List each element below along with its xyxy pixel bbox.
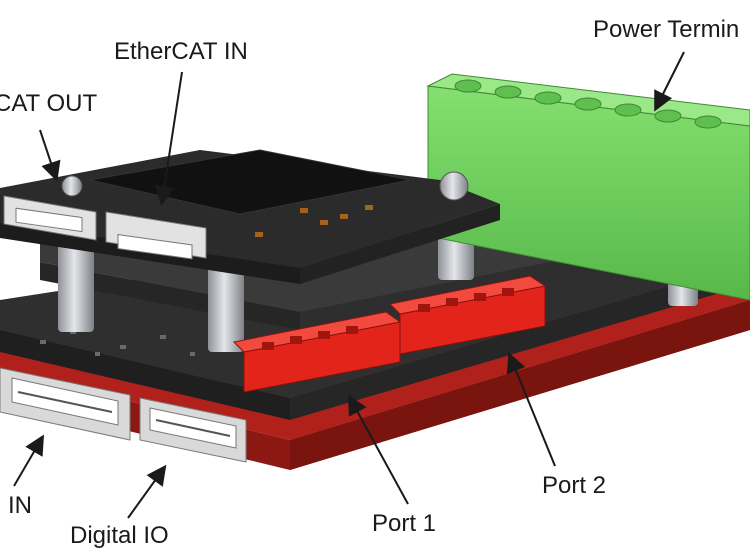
port1-label: Port 1	[372, 510, 437, 537]
port2-label: Port 2	[542, 472, 607, 499]
ethercat-out-label: rCAT OUT	[0, 90, 98, 117]
power-terminal-label: Power Termin	[593, 16, 740, 43]
ethercat-in-label: EtherCAT IN	[114, 38, 248, 65]
arrow-ethercat-out	[39, 129, 61, 182]
ethercat-in-connector	[105, 211, 207, 260]
power-terminal-block	[426, 73, 750, 301]
arrow-ethercat-in	[154, 71, 183, 206]
arrow-port2	[506, 352, 556, 467]
port1-connector	[232, 311, 402, 393]
analog-in-connector	[0, 367, 131, 441]
callout-arrows	[13, 51, 685, 519]
arrow-port1	[348, 394, 409, 505]
arrow-digital-io	[127, 464, 167, 519]
arrow-power-terminal	[654, 51, 685, 112]
arrow-analog-in	[13, 434, 45, 487]
digital-io-label: Digital IO	[70, 522, 169, 549]
analog-in-label: g IN	[0, 492, 33, 519]
port2-connector	[388, 275, 547, 355]
digital-io-connector	[139, 397, 247, 463]
ethercat-out-connector	[3, 195, 97, 241]
